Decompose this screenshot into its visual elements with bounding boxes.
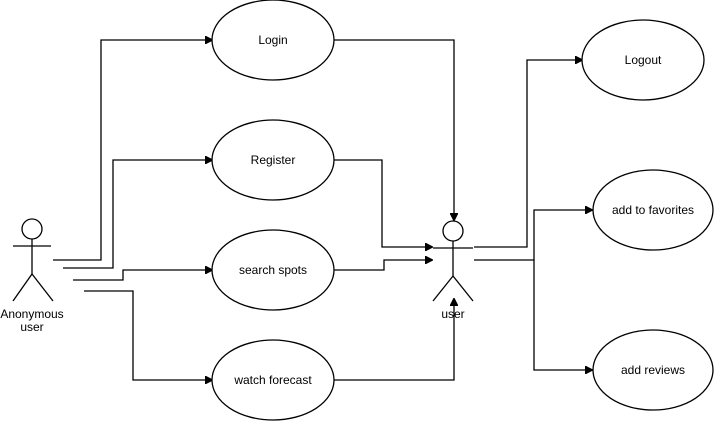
use-case-login[interactable]: Login	[211, 0, 335, 81]
actor-anonymous-label-line1: Anonymous	[0, 307, 63, 321]
use-case-ellipse	[592, 329, 714, 411]
edge-user-to-logout	[474, 60, 582, 248]
use-case-logout-label: Logout	[625, 53, 662, 67]
use-case-logout[interactable]: Logout	[581, 19, 705, 101]
use-case-ellipse	[211, 119, 335, 201]
use-case-ellipse	[211, 229, 335, 311]
edge-anonymous-to-watch-forecast	[84, 290, 212, 380]
edge-search-spots-to-user	[334, 260, 432, 271]
use-case-ellipse	[581, 19, 705, 101]
use-case-search-spots-label: search spots	[239, 263, 307, 277]
use-case-login-label: Login	[258, 33, 287, 47]
actor-right-leg	[31, 273, 54, 302]
use-case-register-label: Register	[251, 153, 296, 167]
use-case-add-reviews[interactable]: add reviews	[592, 329, 714, 411]
actor-user[interactable]: user	[432, 220, 474, 321]
use-case-add-to-favorites-label: add to favorites	[612, 203, 694, 217]
use-case-watch-forecast-label: watch forecast	[233, 373, 312, 387]
edge-anonymous-to-search-spots	[73, 270, 212, 281]
use-case-add-to-favorites[interactable]: add to favorites	[592, 169, 714, 251]
use-case-ellipse	[592, 169, 714, 251]
edge-user-to-add-reviews	[533, 260, 592, 370]
actor-left-leg	[432, 275, 454, 302]
actor-head	[21, 218, 43, 240]
actor-head	[442, 220, 464, 242]
use-case-add-reviews-label: add reviews	[621, 363, 685, 377]
use-case-search-spots[interactable]: search spots	[211, 229, 335, 311]
actor-user-label: user	[441, 307, 464, 321]
edge-register-to-user	[334, 159, 432, 247]
actor-right-leg	[452, 275, 474, 302]
use-case-register[interactable]: Register	[211, 119, 335, 201]
use-case-ellipse	[211, 339, 335, 421]
edge-user-to-add-to-favorites	[474, 210, 592, 261]
edge-anonymous-to-register	[63, 160, 212, 269]
edge-anonymous-to-login	[53, 40, 212, 261]
actor-left-leg	[12, 273, 33, 302]
actor-anonymous-user[interactable]: Anonymous user	[0, 218, 64, 334]
use-case-ellipse	[211, 0, 335, 81]
edge-watch-forecast-to-user	[334, 299, 454, 381]
use-case-watch-forecast[interactable]: watch forecast	[211, 339, 335, 421]
edges	[53, 40, 592, 380]
actor-anonymous-label-line2: user	[20, 320, 43, 334]
edge-login-to-user	[334, 39, 454, 220]
